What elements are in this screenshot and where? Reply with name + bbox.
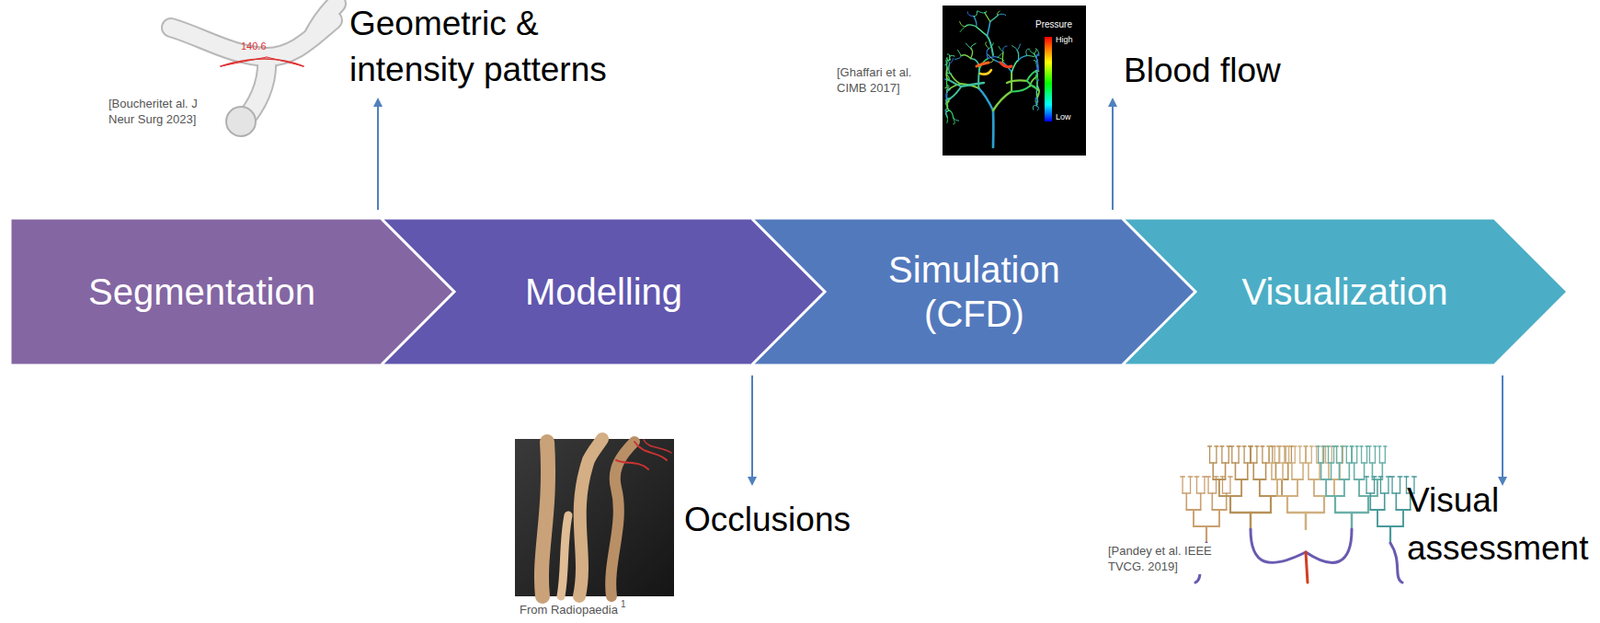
- callout-title: Blood flow: [1123, 49, 1281, 92]
- step-label: Visualization: [1242, 269, 1449, 314]
- process-chevron: Visualization: [1121, 217, 1568, 366]
- angiography-image: [514, 438, 675, 596]
- colorbar-tick: Low: [1055, 112, 1072, 123]
- process-chevron: Simulation (CFD): [751, 217, 1198, 366]
- image-credit: From Radiopaedia: [519, 602, 618, 618]
- step-label: Simulation (CFD): [868, 247, 1081, 336]
- citation: [Boucheritet al. J Neur Surg 2023]: [108, 95, 218, 127]
- callout-title: Geometric & intensity patterns: [349, 0, 626, 93]
- colorbar-tick: High: [1055, 34, 1074, 46]
- process-chevron: Modelling: [380, 217, 827, 366]
- angle-value: 140.6: [240, 39, 267, 53]
- colorbar-title: Pressure: [1035, 18, 1073, 31]
- chevron-shape: [751, 217, 1198, 366]
- cfd-pressure-image: [942, 5, 1086, 156]
- callout-arrows: [377, 99, 1503, 484]
- footnote-number: 1: [620, 597, 627, 610]
- process-chevron: Segmentation: [10, 217, 457, 366]
- callout-title: Visual assessment: [1406, 476, 1596, 572]
- callout-title: Occlusions: [684, 498, 851, 541]
- step-label: Segmentation: [88, 269, 316, 314]
- citation: [Pandey et al. IEEE TVCG. 2019]: [1108, 542, 1228, 574]
- step-label: Modelling: [525, 269, 683, 314]
- citation: [Ghaffari et al. CIMB 2017]: [836, 64, 938, 96]
